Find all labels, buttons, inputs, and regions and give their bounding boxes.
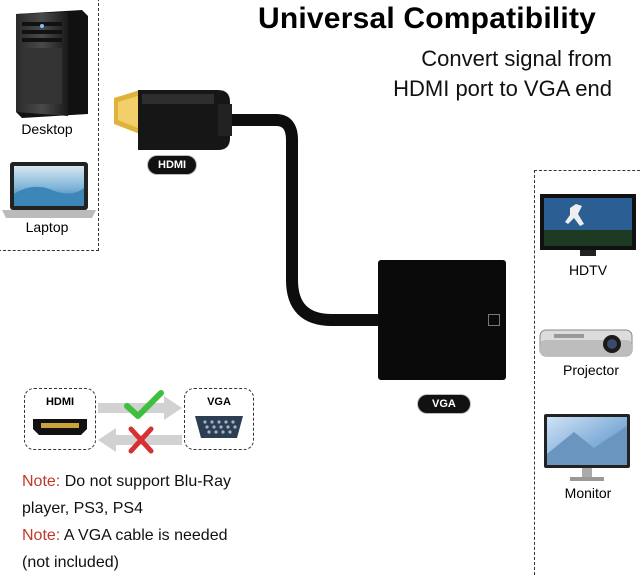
note-prefix: Note:: [22, 527, 61, 544]
display-devices-box: [534, 170, 640, 575]
laptop-label: Laptop: [25, 219, 69, 235]
laptop-icon: [2, 162, 96, 218]
hdmi-cable-label: HDMI: [148, 156, 197, 174]
note-1-text: Do not support Blu-Ray: [60, 473, 231, 490]
vga-port-box: VGA: [184, 388, 254, 450]
note-prefix: Note:: [22, 473, 61, 490]
vga-port-icon: [488, 314, 500, 326]
note-2-text: A VGA cable is needed: [60, 527, 228, 544]
source-devices-box: [0, 0, 99, 251]
hdtv-label: HDTV: [568, 262, 608, 278]
hdmi-to-vga-adapter-image: [114, 90, 388, 326]
monitor-icon: [544, 414, 630, 481]
projector-icon: [539, 329, 633, 357]
note-line-1: Note: Do not support Blu-Ray: [22, 468, 231, 495]
checkmark-icon: [124, 390, 164, 419]
vga-connector-icon: [195, 416, 243, 438]
hdmi-to-vga-arrow-icon: [98, 396, 182, 420]
hdmi-port-icon: [33, 419, 87, 435]
monitor-label: Monitor: [564, 485, 612, 501]
note-1-continuation: player, PS3, PS4: [22, 500, 143, 517]
vga-adapter-body: [378, 260, 506, 380]
subtitle: Convert signal from HDMI port to VGA end: [393, 44, 612, 104]
desktop-label: Desktop: [21, 121, 73, 137]
vga-port-label: VGA: [207, 396, 231, 408]
subtitle-line-2: HDMI port to VGA end: [393, 76, 612, 101]
notes-block: Note: Do not support Blu-Ray player, PS3…: [22, 468, 231, 576]
note-line-2: Note: A VGA cable is needed: [22, 522, 231, 549]
desktop-tower-icon: [16, 10, 88, 118]
hdmi-port-box: HDMI: [24, 388, 96, 450]
hdmi-port-label: HDMI: [45, 396, 75, 408]
page-title: Universal Compatibility: [258, 2, 597, 35]
note-2-continuation: (not included): [22, 554, 119, 571]
cross-icon: [128, 426, 154, 454]
subtitle-line-1: Convert signal from: [421, 46, 612, 71]
hdtv-icon: [540, 194, 636, 256]
vga-adapter-label: VGA: [418, 395, 470, 413]
projector-label: Projector: [562, 362, 620, 378]
